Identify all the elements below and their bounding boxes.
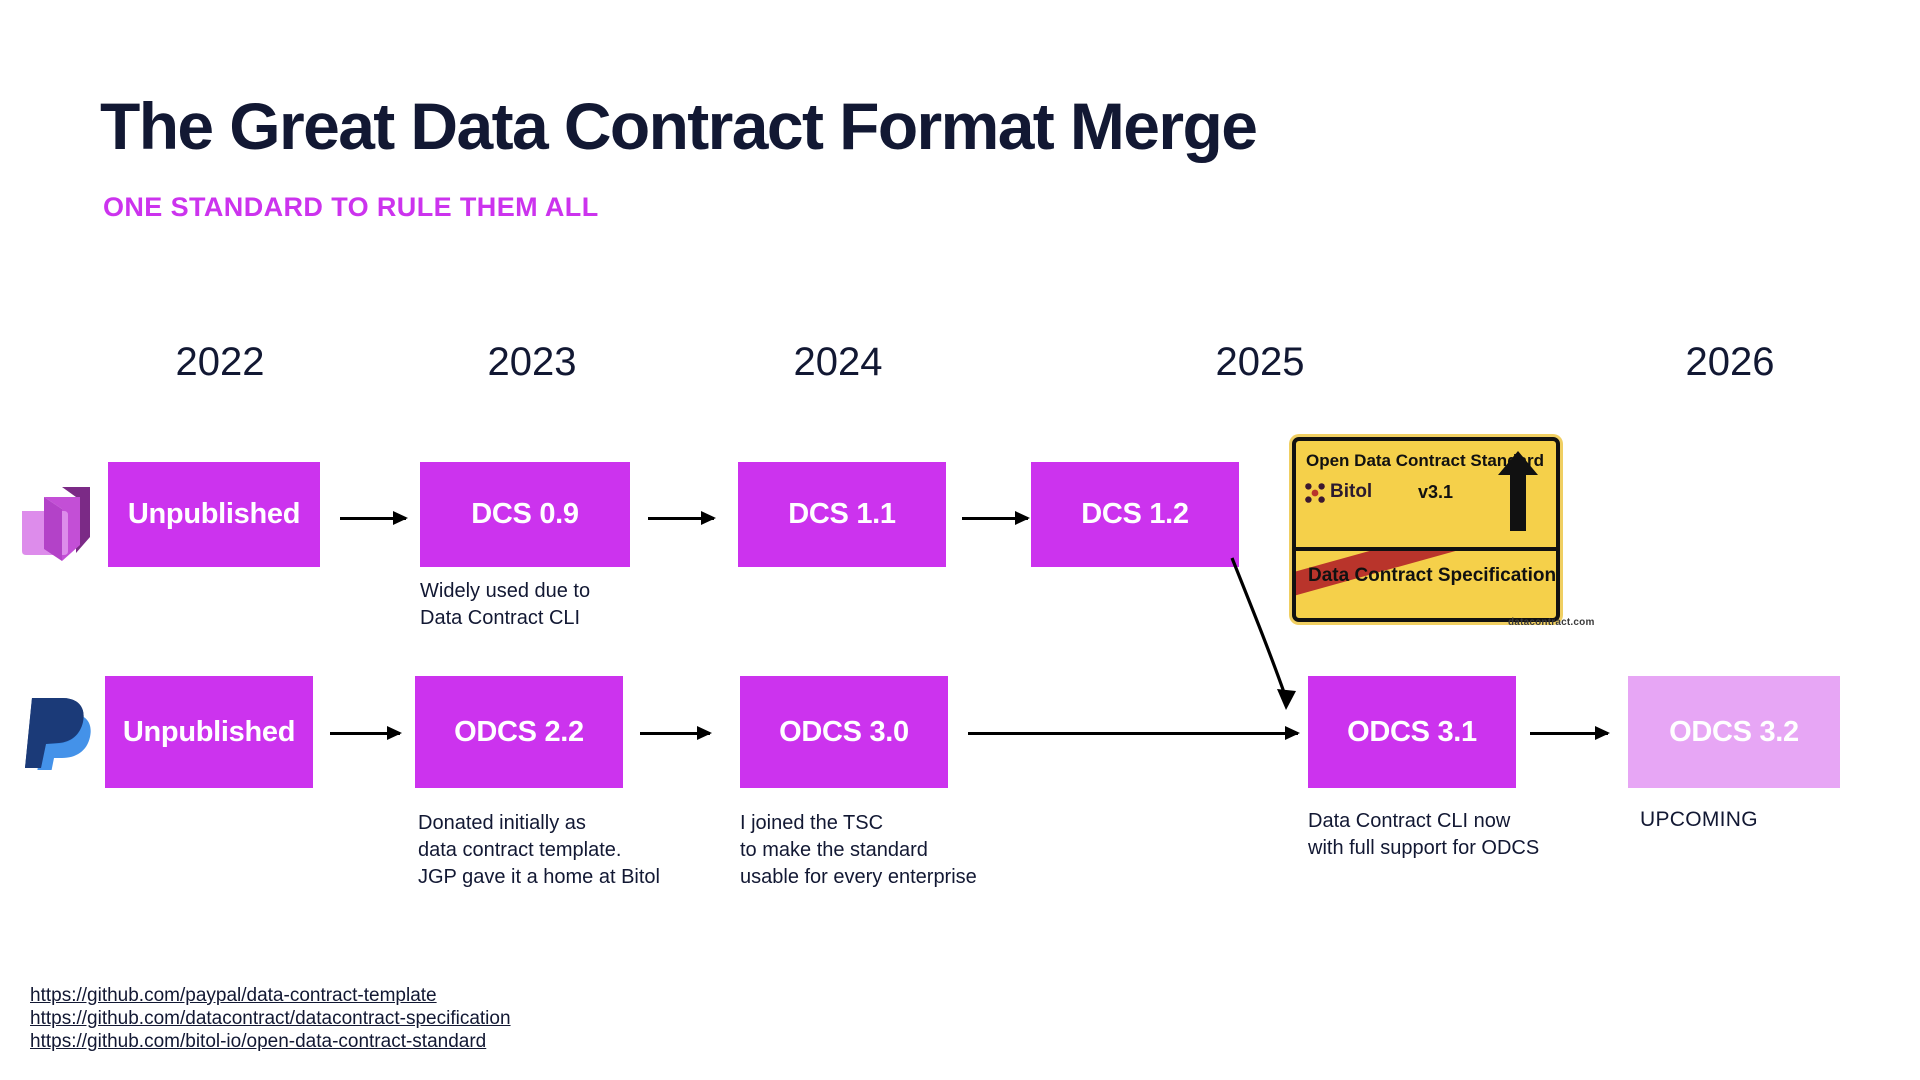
page-subtitle: ONE STANDARD TO RULE THEM ALL [103, 192, 599, 222]
link-dcs-specification[interactable]: https://github.com/datacontract/datacont… [30, 1008, 511, 1029]
arrow-odcs-4 [1530, 726, 1610, 740]
note-odcs-donated: Donated initially as data contract templ… [418, 812, 660, 888]
arrow-merge-diagonal [1230, 557, 1296, 710]
arrow-odcs-1 [330, 726, 402, 740]
bitol-logo-icon [1304, 482, 1326, 509]
node-odcs-2-2[interactable]: ODCS 2.2 [415, 676, 623, 788]
note-odcs-cli: Data Contract CLI now with full support … [1308, 810, 1540, 859]
up-arrow-icon [1496, 449, 1540, 538]
arrow-dcs-3 [962, 511, 1030, 525]
node-odcs-unpublished[interactable]: Unpublished [105, 676, 313, 788]
node-odcs-3-0[interactable]: ODCS 3.0 [740, 676, 948, 788]
year-label-2023: 2023 [487, 340, 577, 384]
year-label-2024: 2024 [793, 340, 883, 384]
paypal-logo-icon [22, 690, 98, 778]
arrow-dcs-2 [648, 511, 716, 525]
sign-line-dcs: Data Contract Specification [1308, 564, 1556, 586]
arrow-odcs-2 [640, 726, 712, 740]
sign-brand-bitol: Bitol [1330, 481, 1373, 502]
datacontract-logo-icon [18, 483, 98, 568]
sign-line-odcs: Open Data Contract Standard [1306, 451, 1545, 470]
node-dcs-1-2[interactable]: DCS 1.2 [1031, 462, 1239, 567]
year-label-2026: 2026 [1685, 340, 1775, 384]
link-odcs-standard[interactable]: https://github.com/bitol-io/open-data-co… [30, 1031, 487, 1052]
node-dcs-0-9[interactable]: DCS 0.9 [420, 462, 630, 567]
label-upcoming: UPCOMING [1640, 808, 1758, 831]
road-sign-graphic: Open Data Contract Standard Bitol v3.1 [1292, 437, 1560, 622]
node-dcs-1-1[interactable]: DCS 1.1 [738, 462, 946, 567]
sign-bottom-panel: Data Contract Specification [1296, 550, 1556, 618]
reference-links: https://github.com/paypal/data-contract-… [30, 984, 511, 1053]
arrow-odcs-3 [968, 726, 1300, 740]
sign-version: v3.1 [1418, 482, 1454, 502]
node-odcs-3-1[interactable]: ODCS 3.1 [1308, 676, 1516, 788]
link-paypal-template[interactable]: https://github.com/paypal/data-contract-… [30, 985, 437, 1006]
year-label-2022: 2022 [175, 340, 265, 384]
node-odcs-3-2[interactable]: ODCS 3.2 [1628, 676, 1840, 788]
sign-caption: datacontract.com [1508, 617, 1595, 628]
year-label-2025: 2025 [1215, 340, 1305, 384]
sign-top-panel: Open Data Contract Standard Bitol v3.1 [1296, 441, 1556, 551]
node-dcs-unpublished[interactable]: Unpublished [108, 462, 320, 567]
note-dcs-cli: Widely used due to Data Contract CLI [420, 580, 591, 629]
arrow-dcs-1 [340, 511, 408, 525]
page-title: The Great Data Contract Format Merge [100, 89, 1258, 163]
note-odcs-tsc: I joined the TSC to make the standard us… [740, 812, 977, 888]
